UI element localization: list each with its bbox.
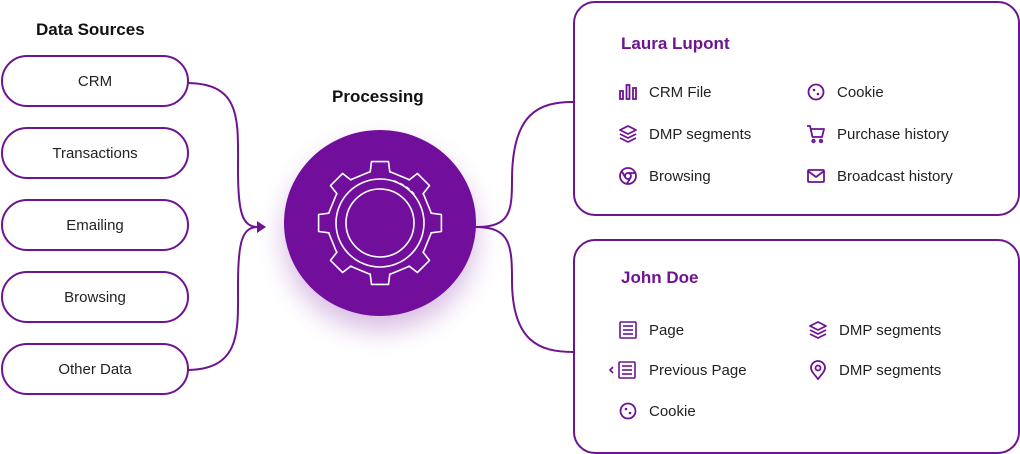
profile-item-label: DMP segments — [649, 125, 752, 143]
chrome-icon — [617, 166, 639, 186]
connector-laura — [475, 101, 574, 228]
profile-card-laura: Laura Lupont CRM File Cookie DMP segment… — [573, 1, 1020, 216]
source-emailing[interactable]: Emailing — [1, 199, 189, 251]
profile-item-label: Broadcast history — [837, 167, 953, 185]
bar-chart-icon — [617, 82, 639, 102]
gear-icon — [317, 160, 443, 286]
profile-item-browsing: Browsing — [617, 165, 711, 187]
profile-item-previous-page: Previous Page — [607, 359, 747, 381]
source-crm[interactable]: CRM — [1, 55, 189, 107]
profile-item-purchase-history: Purchase history — [805, 123, 949, 145]
cookie-icon — [805, 82, 827, 102]
profile-item-label: Previous Page — [649, 361, 747, 379]
location-pin-icon — [807, 360, 829, 380]
profile-card-john: John Doe Page DMP segments Previous Page… — [573, 239, 1020, 454]
cart-icon — [805, 124, 827, 144]
layers-icon — [807, 320, 829, 340]
connector-other-data — [185, 226, 259, 371]
profile-item-label: DMP segments — [839, 321, 942, 339]
connector-crm — [185, 82, 259, 228]
profile-item-label: Cookie — [837, 83, 884, 101]
profile-item-page: Page — [617, 319, 684, 341]
layers-icon — [617, 124, 639, 144]
previous-page-icon — [607, 360, 639, 380]
profile-item-broadcast-history: Broadcast history — [805, 165, 953, 187]
profile-item-crm-file: CRM File — [617, 81, 712, 103]
profile-item-label: Purchase history — [837, 125, 949, 143]
source-transactions[interactable]: Transactions — [1, 127, 189, 179]
profile-item-label: CRM File — [649, 83, 712, 101]
profile-item-label: Browsing — [649, 167, 711, 185]
profile-item-label: DMP segments — [839, 361, 942, 379]
data-sources-title: Data Sources — [36, 20, 145, 39]
connector-john — [475, 226, 574, 353]
profile-item-label: Cookie — [649, 402, 696, 420]
profile-item-dmp-segments: DMP segments — [807, 319, 941, 341]
mail-icon — [805, 166, 827, 186]
profile-item-cookie: Cookie — [617, 400, 696, 422]
profile-name: Laura Lupont — [621, 34, 730, 53]
processing-node — [284, 130, 476, 316]
profile-item-dmp-segments-location: DMP segments — [807, 359, 941, 381]
arrow-head — [257, 221, 266, 233]
cookie-icon — [617, 401, 639, 421]
profile-item-dmp-segments: DMP segments — [617, 123, 751, 145]
page-icon — [617, 320, 639, 340]
profile-name: John Doe — [621, 268, 699, 287]
source-other-data[interactable]: Other Data — [1, 343, 189, 395]
profile-item-cookie: Cookie — [805, 81, 884, 103]
processing-title: Processing — [332, 87, 424, 106]
profile-item-label: Page — [649, 321, 685, 339]
source-browsing[interactable]: Browsing — [1, 271, 189, 323]
